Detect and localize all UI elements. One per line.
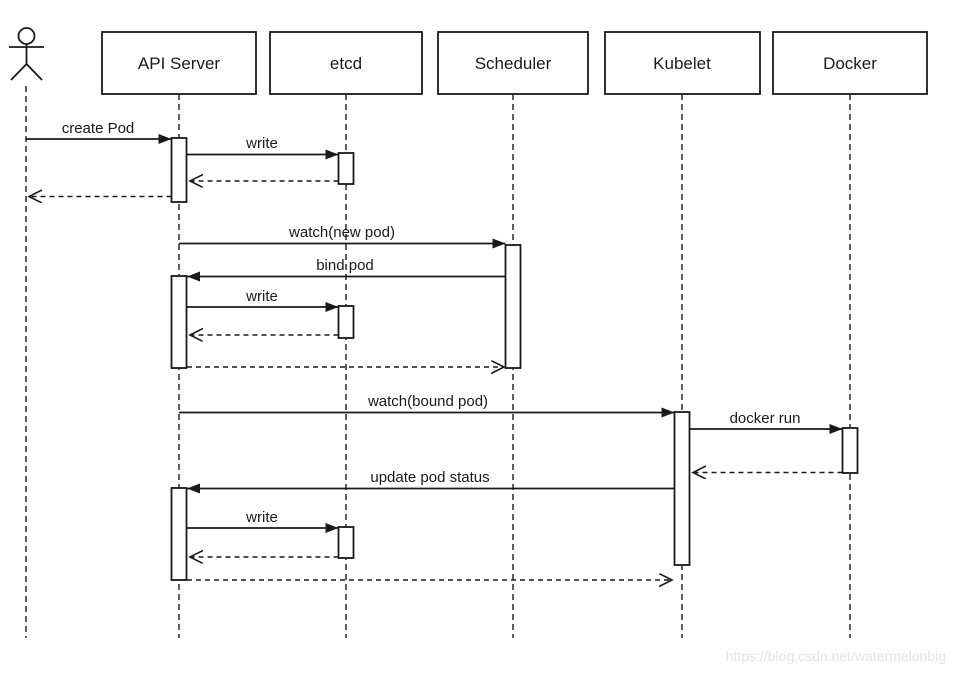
activation-etcd-2	[337, 305, 355, 339]
message-create-pod: create Pod	[26, 120, 172, 144]
participant-label: etcd	[330, 54, 362, 73]
message-label: write	[245, 288, 278, 305]
activation-api-server-1	[170, 137, 188, 203]
activation-api-server-2	[170, 275, 188, 369]
message-label: update pod status	[370, 469, 489, 486]
participant-label: Kubelet	[653, 54, 711, 73]
activation-etcd-3	[337, 526, 355, 559]
message-label: bind pod	[316, 257, 374, 274]
participant-scheduler: Scheduler	[437, 31, 589, 95]
participant-label: Docker	[823, 54, 877, 73]
message-docker-run: docker run	[690, 410, 843, 434]
participant-label: API Server	[138, 54, 221, 73]
message-label: watch(new pod)	[288, 224, 395, 241]
message-label: docker run	[730, 410, 801, 427]
participant-docker: Docker	[772, 31, 928, 95]
participant-label: Scheduler	[475, 54, 552, 73]
message-label: watch(bound pod)	[367, 393, 488, 410]
user-actor-icon	[9, 27, 44, 81]
activation-scheduler-1	[504, 244, 522, 369]
message-bind-pod: bind pod	[187, 257, 506, 282]
message-update-pod-status: update pod status	[187, 469, 675, 494]
activation-kubelet-1	[673, 411, 691, 566]
activation-docker-1	[841, 427, 859, 474]
participant-api-server: API Server	[101, 31, 257, 95]
message-label: create Pod	[62, 120, 135, 137]
message-label: write	[245, 509, 278, 526]
activation-api-server-3	[170, 487, 188, 581]
activation-etcd-1	[337, 152, 355, 185]
message-label: write	[245, 135, 278, 152]
participant-kubelet: Kubelet	[604, 31, 761, 95]
message-write-2: write	[187, 288, 339, 312]
message-watch-new-pod: watch(new pod)	[179, 224, 506, 249]
message-write-1: write	[187, 135, 339, 160]
participant-etcd: etcd	[269, 31, 423, 95]
message-watch-bound-pod: watch(bound pod)	[179, 393, 675, 418]
watermark: https://blog.csdn.net/watermelonbig	[726, 648, 946, 664]
message-write-3: write	[187, 509, 339, 533]
